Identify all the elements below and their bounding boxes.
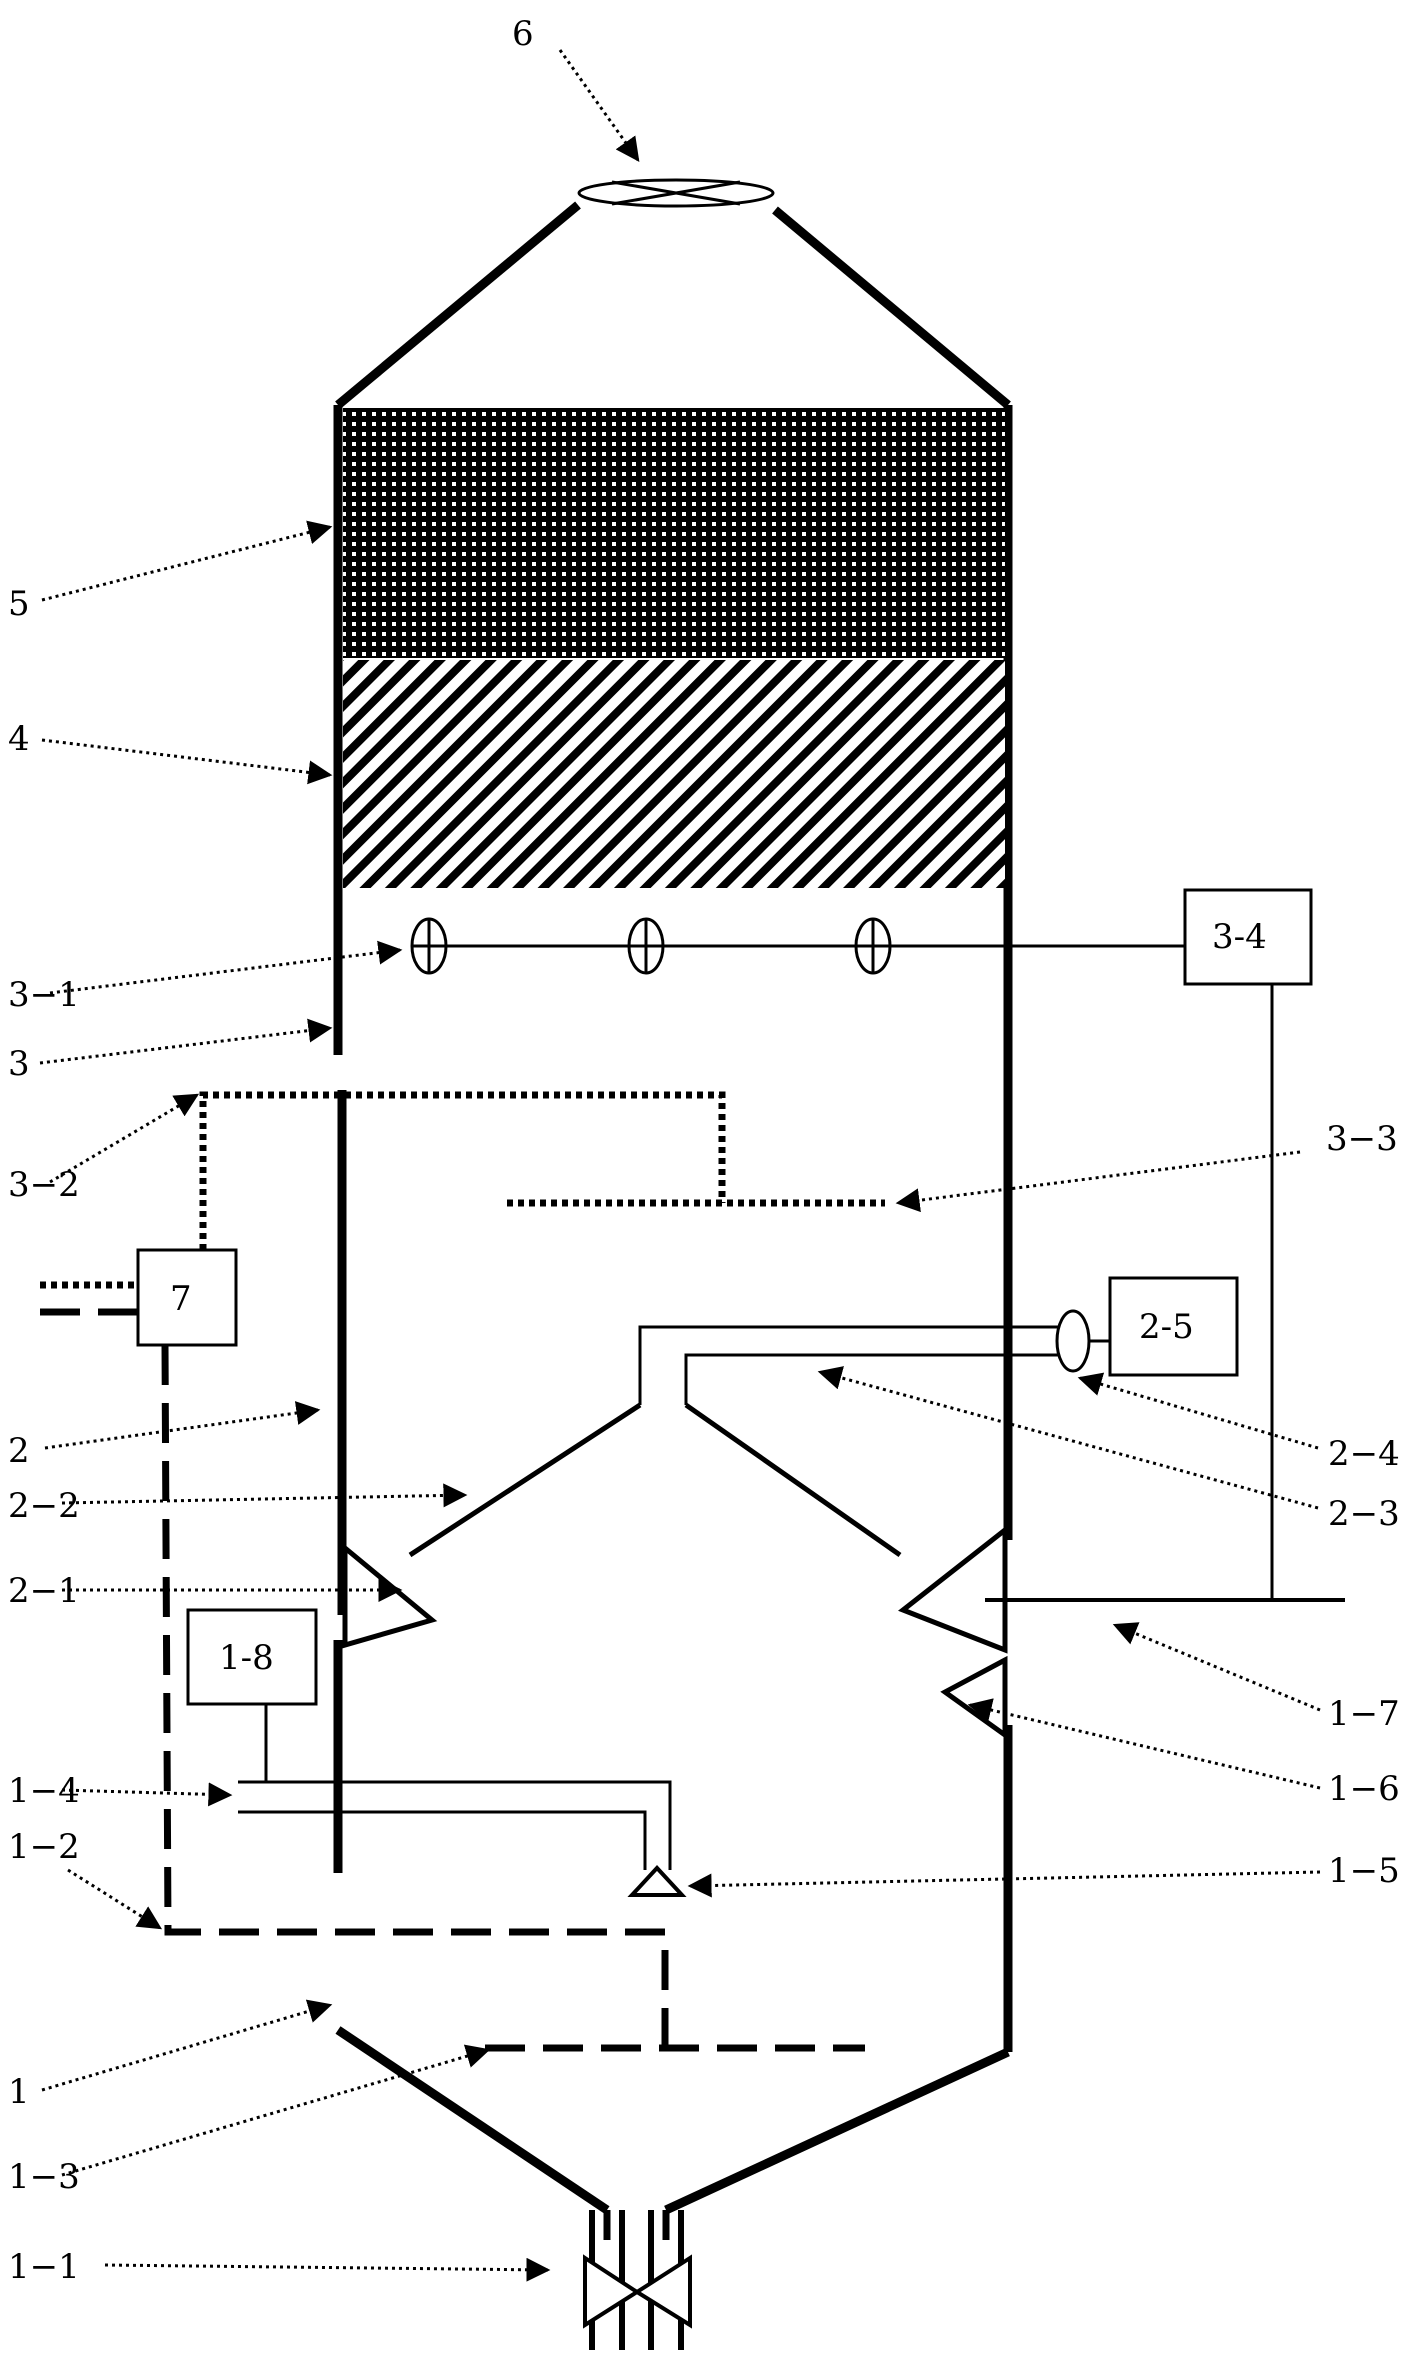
gas-pipe xyxy=(638,1325,1060,1405)
dashed-pipeline xyxy=(40,1308,865,2052)
label-1: 1 xyxy=(8,2072,30,2112)
aerator-row xyxy=(410,917,1185,975)
butterfly-valve-icon xyxy=(583,2254,692,2329)
leader-lines xyxy=(39,49,1321,2282)
label-1-7: 1−7 xyxy=(1328,1694,1400,1734)
label-1-1: 1−1 xyxy=(8,2247,80,2287)
label-2-2: 2−2 xyxy=(8,1486,80,1526)
label-4: 4 xyxy=(8,719,30,759)
box-7-label: 7 xyxy=(170,1279,192,1319)
box-7 xyxy=(136,1248,238,1347)
box-2-5 xyxy=(1108,1276,1239,1377)
dotted-pipeline xyxy=(40,1091,885,1289)
label-3-3: 3−3 xyxy=(1326,1119,1398,1159)
deflectors xyxy=(342,1524,1008,1740)
label-3-2: 3−2 xyxy=(8,1165,80,1205)
label-2-3: 2−3 xyxy=(1328,1494,1400,1534)
box-3-4 xyxy=(1183,888,1313,986)
label-2: 2 xyxy=(8,1431,30,1471)
label-1-3: 1−3 xyxy=(8,2157,80,2197)
gas-hood xyxy=(408,1402,902,1558)
label-1-2: 1−2 xyxy=(8,1827,80,1867)
label-2-4: 2−4 xyxy=(1328,1434,1400,1474)
box-1-8 xyxy=(186,1608,318,1706)
gas-valve-icon xyxy=(1055,1309,1091,1373)
label-5: 5 xyxy=(8,584,30,624)
nozzle-icon xyxy=(627,1865,687,1897)
label-6: 6 xyxy=(512,14,534,54)
label-3: 3 xyxy=(8,1044,30,1084)
packing-layer-4 xyxy=(343,660,1005,888)
box-1-8-label: 1-8 xyxy=(219,1638,274,1678)
label-1-6: 1−6 xyxy=(1328,1769,1400,1809)
label-1-5: 1−5 xyxy=(1328,1851,1400,1891)
label-2-1: 2−1 xyxy=(8,1571,80,1611)
inlet-pipe xyxy=(238,1780,672,1870)
vessel-shell xyxy=(333,201,1013,2240)
label-3-1: 3−1 xyxy=(8,975,80,1015)
box-2-5-label: 2-5 xyxy=(1139,1307,1194,1347)
box-3-4-label: 3-4 xyxy=(1212,917,1267,957)
packing-layer-5 xyxy=(343,408,1005,658)
label-1-4: 1−4 xyxy=(8,1771,80,1811)
